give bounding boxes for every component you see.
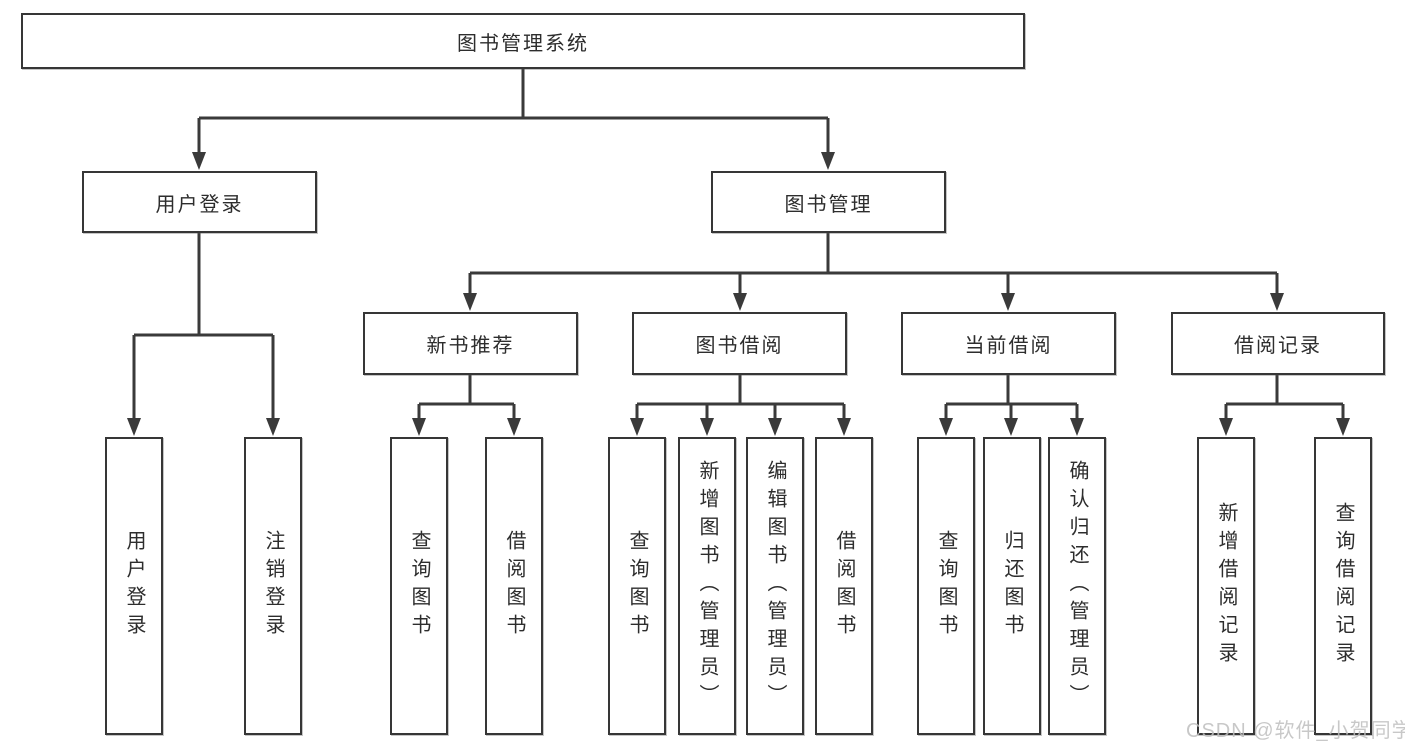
node-leaf-logout: 注销登录 [244,437,302,735]
node-leaf-confirm-return-admin: 确认归还（管理员） [1048,437,1106,735]
node-leaf-borrow-book-recommend: 借阅图书 [485,437,543,735]
node-leaf-query-book-recommend: 查询图书 [390,437,448,735]
csdn-watermark: CSDN @软件_小贺同学 [1186,720,1405,742]
node-current-borrow: 当前借阅 [901,312,1116,375]
connector-lines [132,69,1345,420]
node-book-management: 图书管理 [711,171,946,233]
node-leaf-borrow-book-borrow: 借阅图书 [815,437,873,735]
node-new-book-recommend: 新书推荐 [363,312,578,375]
connector-root-to-level2 [197,69,830,155]
node-leaf-return-book: 归还图书 [983,437,1041,735]
connector-arrowheads [127,152,1350,436]
connector-bookborrow-to-leaves [635,375,846,420]
node-root: 图书管理系统 [21,13,1025,69]
node-leaf-query-book-current: 查询图书 [917,437,975,735]
connector-bookmgmt-to-level3 [468,233,1279,296]
node-leaf-query-book-borrow: 查询图书 [608,437,666,735]
node-leaf-edit-book-admin: 编辑图书（管理员） [746,437,804,735]
node-leaf-query-borrow-record: 查询借阅记录 [1314,437,1372,735]
connector-newbookrec-to-leaves [417,375,516,420]
node-leaf-add-book-admin: 新增图书（管理员） [678,437,736,735]
node-book-borrow: 图书借阅 [632,312,847,375]
connector-borrowrecord-to-leaves [1224,375,1345,420]
connector-userlogin-to-leaves [132,233,275,420]
node-leaf-add-borrow-record: 新增借阅记录 [1197,437,1255,735]
connector-currentborrow-to-leaves [944,375,1079,420]
node-leaf-user-login: 用户登录 [105,437,163,735]
node-borrow-record: 借阅记录 [1171,312,1385,375]
node-user-login: 用户登录 [82,171,317,233]
